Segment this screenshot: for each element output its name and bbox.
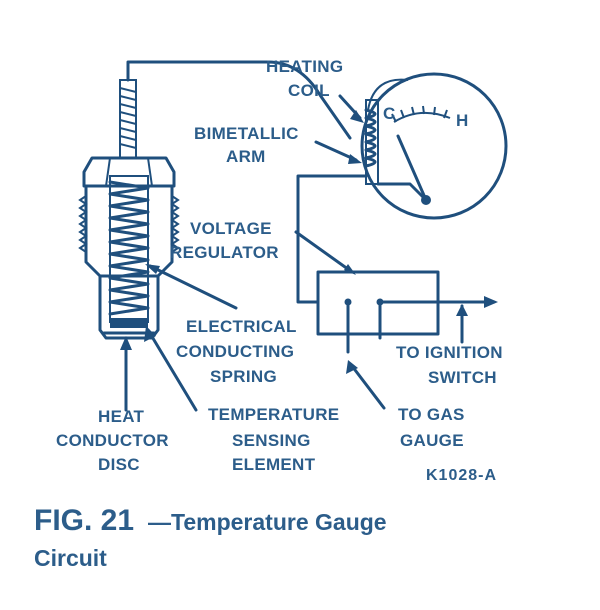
label-disc-line3: DISC [98,455,140,474]
leader-arrows [120,94,468,412]
scale-cold-mark: C [383,104,396,123]
callout-labels: HEATING COIL BIMETALLIC ARM VOLTAGE REGU… [56,57,503,484]
label-spring-line3: SPRING [210,367,277,386]
sending-unit [78,79,180,340]
label-disc-line1: HEAT [98,407,145,426]
label-bimetallic-arm-line1: BIMETALLIC [194,124,299,143]
voltage-regulator [316,270,498,354]
figure-number: FIG. 21 [34,504,134,537]
label-gas-gauge-line2: GAUGE [400,431,464,450]
label-ignition-line2: SWITCH [428,368,497,387]
ignition-arrowhead [484,296,498,308]
label-sensing-element-line1: TEMPERATURE [208,405,339,424]
label-spring-line2: CONDUCTING [176,342,294,361]
scale-hot-mark: H [456,111,469,130]
body-threads [78,195,180,253]
temperature-gauge: C H [360,72,508,220]
stud-threads [119,87,137,149]
conducting-spring [108,180,150,316]
label-spring-line1: ELECTRICAL [186,317,297,336]
dial-inner-arc [367,78,409,111]
label-heating-coil-line2: COIL [288,81,330,100]
figure-title-line2: Circuit [34,545,107,571]
temperature-sensing-element [110,318,148,328]
probe-shell [98,274,160,340]
label-ignition-line1: TO IGNITION [396,343,503,362]
hex-nut [82,156,176,188]
label-sensing-element-line2: SENSING [232,431,311,450]
label-gas-gauge-line1: TO GAS [398,405,465,424]
gauge-to-regulator-wire [296,174,368,304]
label-bimetallic-arm-line2: ARM [226,147,266,166]
scale-arc [393,111,451,123]
sender-wire [126,60,352,140]
figure-code: K1028-A [426,467,497,484]
heating-coil [364,108,377,168]
label-sensing-element-line3: ELEMENT [232,455,316,474]
gauge-pointer [396,134,428,202]
figure-caption: FIG. 21 —Temperature Gauge Circuit [34,504,387,571]
label-disc-line2: CONDUCTOR [56,431,169,450]
label-heating-coil-line1: HEATING [266,57,343,76]
label-voltage-regulator-line1: VOLTAGE [190,219,272,238]
pointer-pivot [421,195,431,205]
figure-title-line1: —Temperature Gauge [148,509,387,535]
label-voltage-regulator-line2: REGULATOR [170,243,279,262]
bimetallic-arm [376,182,426,200]
gauge-dial [360,72,508,220]
